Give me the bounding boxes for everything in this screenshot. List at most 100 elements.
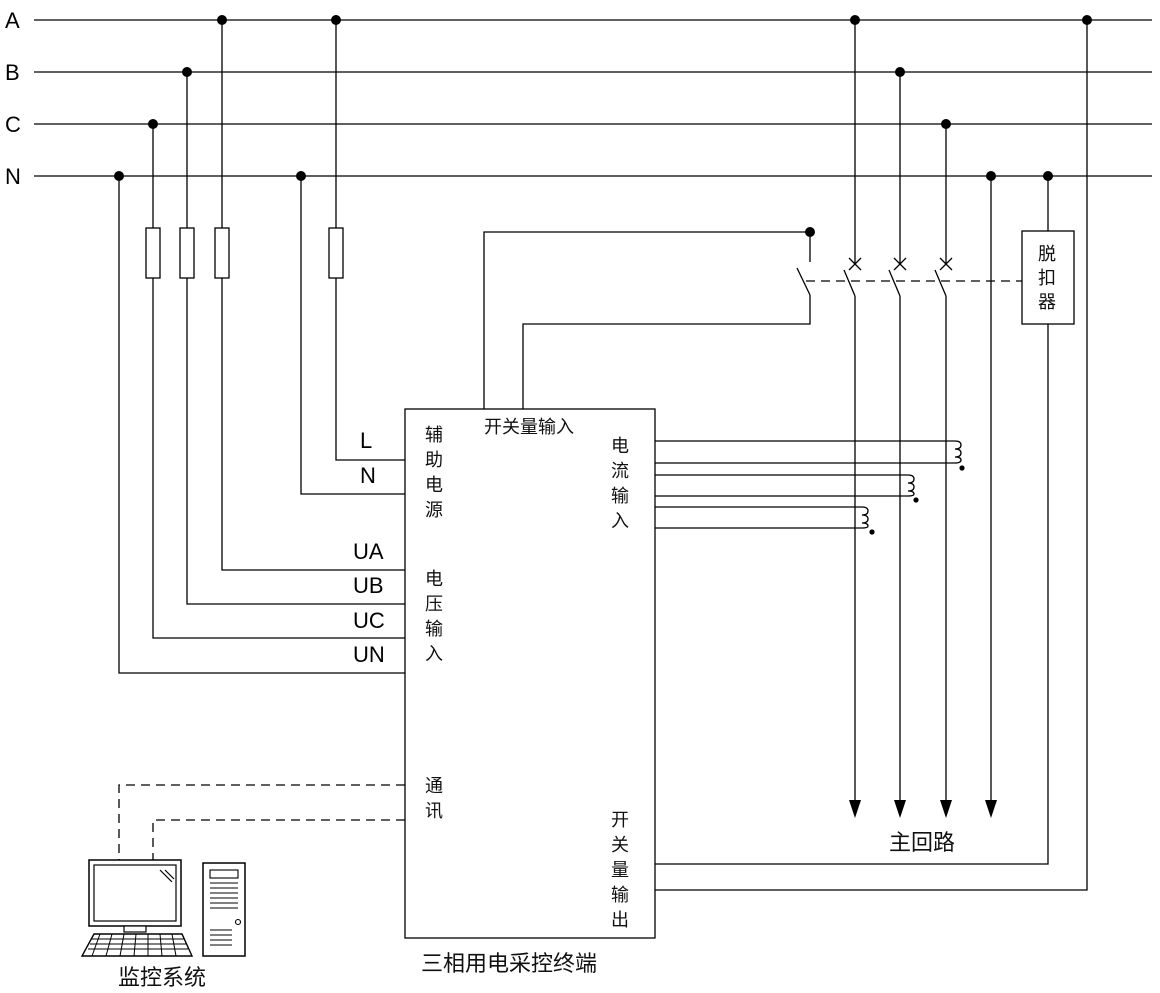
pole-b-blade (888, 269, 901, 297)
svg-text:输: 输 (611, 486, 629, 507)
junction-dot (986, 171, 996, 181)
junction-dot (850, 15, 860, 25)
svg-text:开: 开 (611, 810, 629, 831)
svg-text:压: 压 (425, 594, 443, 615)
svg-text:量: 量 (611, 860, 629, 881)
junction-dots (114, 15, 1092, 237)
ct-b-polarity-dot (913, 497, 919, 503)
svg-text:入: 入 (611, 511, 629, 532)
arrow-n (985, 800, 997, 818)
ct-c-polarity-dot (869, 529, 875, 535)
wire-n (300, 176, 405, 495)
svg-text:流: 流 (611, 461, 629, 482)
trip-unit-label: 脱 扣 器 (1038, 244, 1056, 313)
junction-dot (296, 171, 306, 181)
wire-switch-in-1 (483, 231, 810, 409)
svg-text:电: 电 (425, 475, 443, 496)
junction-dot (148, 119, 158, 129)
svg-text:器: 器 (1038, 292, 1056, 313)
comm-wiring (118, 784, 405, 860)
pin-n-label: N (360, 463, 376, 488)
comm-label: 通 讯 (425, 776, 443, 822)
main-breaker (806, 20, 1022, 800)
fuse-ub (179, 227, 195, 279)
svg-text:脱: 脱 (1038, 244, 1056, 265)
junction-dot (217, 15, 227, 25)
terminal-title: 三相用电采控终端 (421, 952, 597, 977)
junction-dot (895, 67, 905, 77)
aux-power-label: 辅 助 电 源 (425, 425, 443, 521)
main-circuit-arrows (849, 800, 997, 818)
wire-uc (152, 278, 405, 639)
pole-c-cross (939, 257, 953, 271)
computer-icon (80, 859, 246, 957)
wire-un (118, 176, 405, 674)
aux-power-wiring (300, 20, 405, 495)
trip-unit (655, 20, 1088, 891)
ct-a-polarity-dot (959, 465, 965, 471)
svg-text:入: 入 (425, 644, 443, 665)
bus-a-label: A (5, 8, 20, 33)
fuse-uc (145, 227, 161, 279)
voltage-wiring (118, 20, 405, 674)
svg-text:助: 助 (425, 450, 443, 471)
fuse-ua (214, 227, 230, 279)
bus-lines (34, 19, 1152, 177)
junction-dot (1082, 15, 1092, 25)
current-transformers (655, 440, 965, 535)
svg-text:电: 电 (611, 436, 629, 457)
monitor-system-label: 监控系统 (118, 966, 206, 991)
svg-text:通: 通 (425, 776, 443, 797)
ct-b-coil (907, 474, 915, 497)
pin-uc-label: UC (353, 608, 385, 633)
junction-dot (805, 227, 815, 237)
ct-a-coil (954, 440, 962, 464)
aux-contact-blade (796, 267, 811, 296)
svg-text:讯: 讯 (425, 801, 443, 822)
svg-text:关: 关 (611, 835, 629, 856)
bus-b-label: B (5, 60, 20, 85)
svg-text:扣: 扣 (1038, 268, 1056, 289)
bus-c-label: C (5, 112, 21, 137)
pin-ua-label: UA (353, 539, 384, 564)
comm-line-1 (118, 784, 405, 860)
junction-dot (114, 171, 124, 181)
junction-dot (331, 15, 341, 25)
svg-text:电: 电 (425, 569, 443, 590)
comm-line-2 (152, 819, 405, 860)
svg-text:出: 出 (611, 910, 629, 931)
svg-text:输: 输 (611, 885, 629, 906)
svg-text:辅: 辅 (425, 425, 443, 446)
pole-a-blade (843, 269, 856, 297)
arrow-b (894, 800, 906, 818)
junction-dot (1043, 171, 1053, 181)
wire-ub (186, 278, 405, 605)
ct-c-coil (861, 506, 869, 529)
junction-dot (941, 119, 951, 129)
svg-text:源: 源 (425, 500, 443, 521)
arrow-c (940, 800, 952, 818)
wire-l (335, 278, 405, 461)
wire-switch-out-2 (655, 20, 1088, 891)
wire-switch-in-2 (522, 295, 811, 409)
switch-output-label: 开 关 量 输 出 (611, 810, 629, 931)
svg-text:输: 输 (425, 619, 443, 640)
pole-c-blade (934, 269, 947, 297)
current-input-label: 电 流 输 入 (611, 436, 629, 532)
switch-input-wiring (483, 231, 811, 409)
bus-n-label: N (5, 164, 21, 189)
main-circuit-label: 主回路 (889, 831, 955, 856)
pin-un-label: UN (353, 642, 385, 667)
arrow-a (849, 800, 861, 818)
pin-l-label: L (360, 428, 372, 453)
voltage-input-label: 电 压 输 入 (425, 569, 443, 665)
fuse-l (328, 227, 344, 279)
wire-ua (221, 278, 405, 571)
switch-input-label: 开关量输入 (484, 417, 574, 438)
wire-switch-out-1 (655, 324, 1049, 865)
junction-dot (182, 67, 192, 77)
pole-b-cross (893, 257, 907, 271)
pin-ub-label: UB (353, 573, 384, 598)
pole-a-cross (848, 257, 862, 271)
